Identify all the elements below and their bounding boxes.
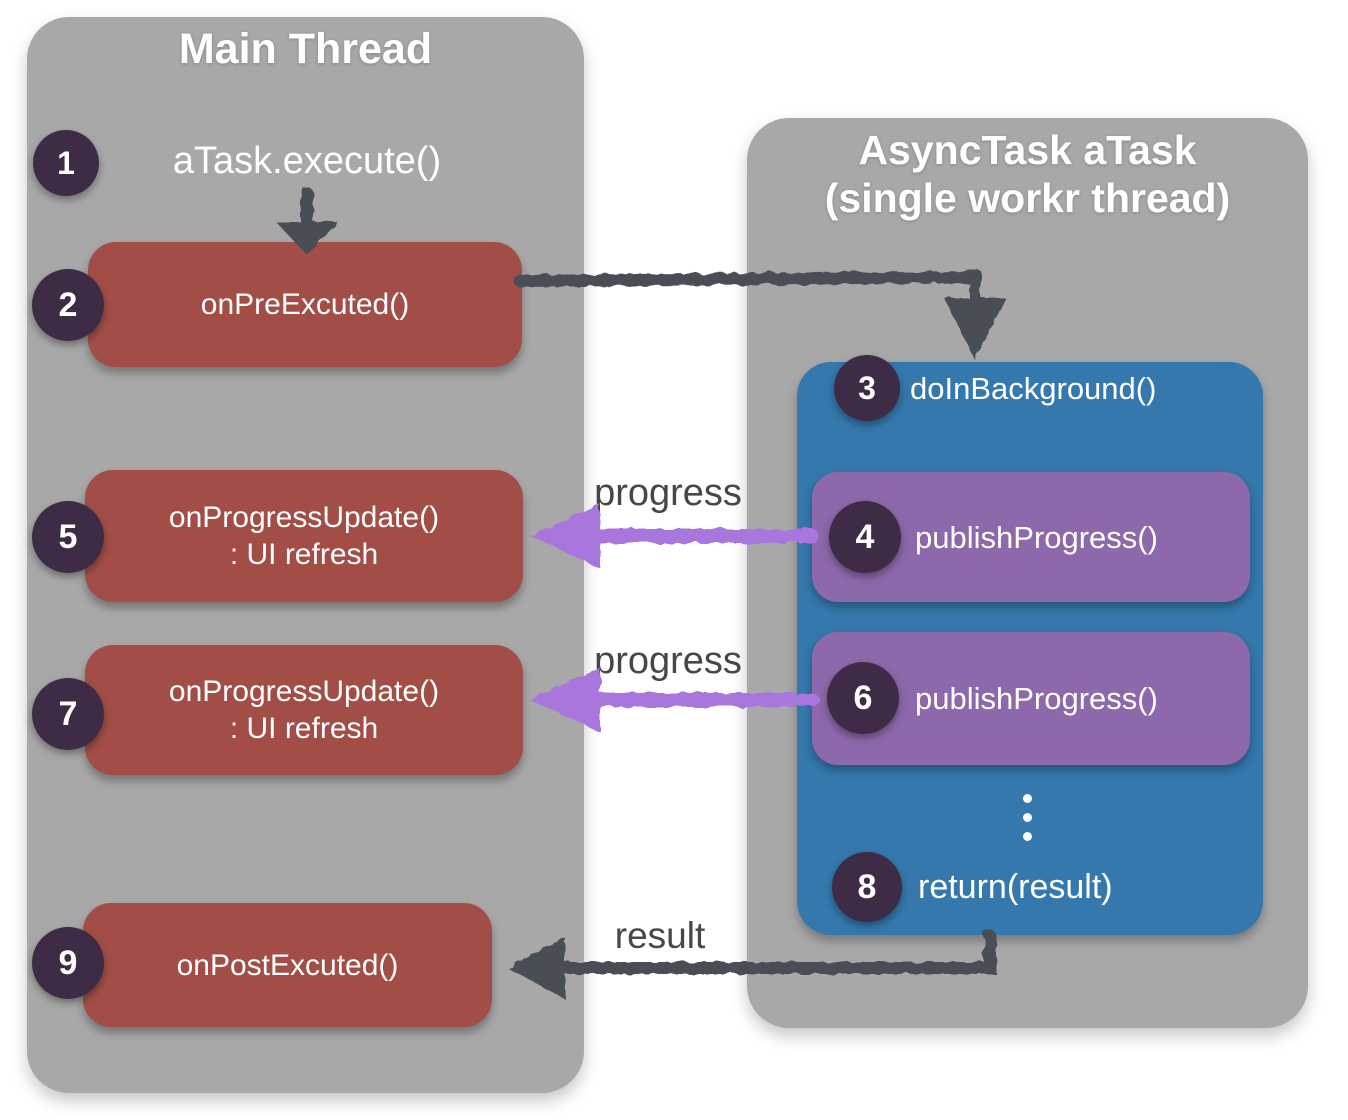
step2-box-onpreexcuted: onPreExcuted() <box>88 242 522 367</box>
step7-box-onprogressupdate: onProgressUpdate() : UI refresh <box>85 645 523 775</box>
step7-box-sublabel: : UI refresh <box>229 712 379 745</box>
step6-number-badge: 6 <box>827 662 899 734</box>
ellipsis-icon <box>1023 794 1032 841</box>
step6-label: publishProgress() <box>915 681 1158 716</box>
progress-label-2: progress <box>594 640 742 682</box>
step5-box-label: onProgressUpdate() <box>168 501 440 534</box>
step5-box-sublabel: : UI refresh <box>229 538 379 571</box>
progress-label-1: progress <box>594 472 742 514</box>
main-thread-title: Main Thread <box>178 25 433 73</box>
step5-number-badge: 5 <box>32 501 104 573</box>
step2-box-label: onPreExcuted() <box>200 288 410 321</box>
step9-box-onpostexcuted: onPostExcuted() <box>83 903 492 1027</box>
worker-thread-title-line1: AsyncTask aTask <box>858 127 1197 173</box>
step9-number-badge: 9 <box>32 927 104 999</box>
step2-number-badge: 2 <box>32 269 104 341</box>
step3-label: doInBackground() <box>910 371 1157 406</box>
step1-label: aTask.execute() <box>172 140 442 182</box>
step4-label: publishProgress() <box>915 520 1158 555</box>
result-label: result <box>614 915 706 956</box>
worker-thread-title-line2: (single workr thread) <box>824 175 1231 222</box>
step7-number-badge: 7 <box>32 678 104 750</box>
step3-number-badge: 3 <box>834 355 900 421</box>
step7-box-label: onProgressUpdate() <box>168 675 440 708</box>
step8-number-badge: 8 <box>832 852 902 922</box>
step5-box-onprogressupdate: onProgressUpdate() : UI refresh <box>85 470 523 602</box>
step1-number-badge: 1 <box>33 130 99 196</box>
step4-number-badge: 4 <box>829 501 901 573</box>
worker-thread-title: AsyncTask aTask (single workr thread) <box>747 126 1308 223</box>
step9-box-label: onPostExcuted() <box>176 948 399 982</box>
step8-label: return(result) <box>918 868 1113 906</box>
